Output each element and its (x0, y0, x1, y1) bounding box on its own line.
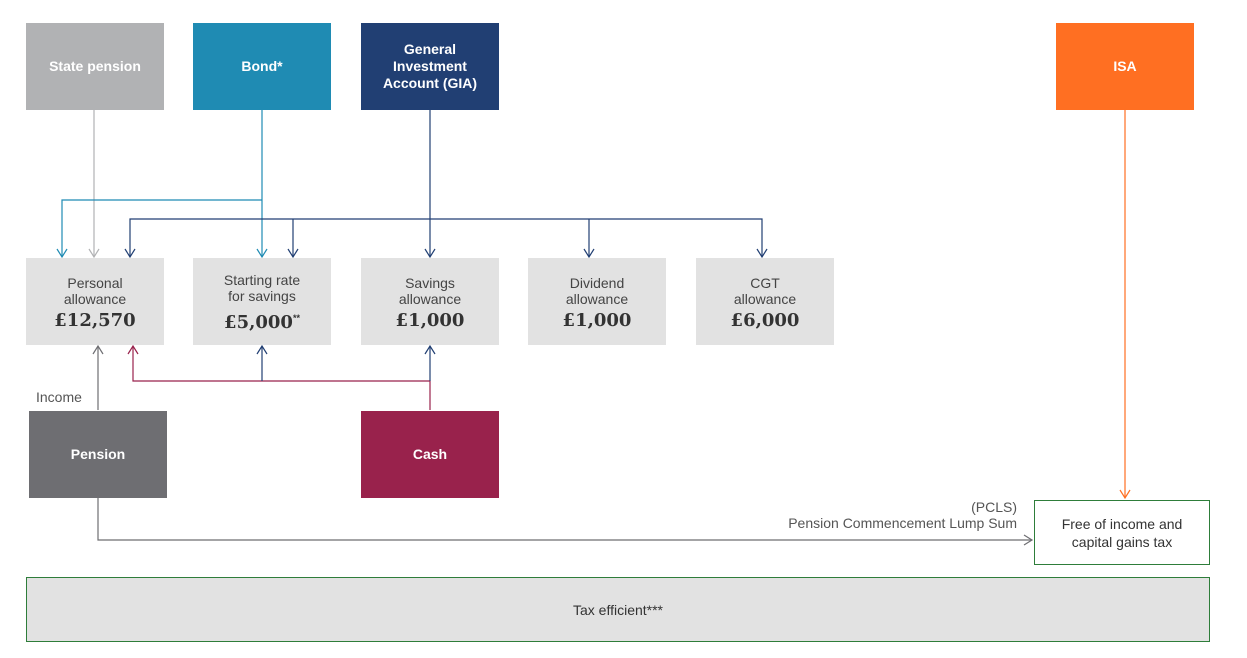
pcls-short-label: (PCLS) (971, 499, 1017, 515)
pcls-long-label: Pension Commencement Lump Sum (788, 515, 1017, 531)
gia-label: General Investment Account (GIA) (382, 41, 478, 91)
savings-allowance-label: Savings allowance (398, 274, 462, 307)
pension-label: Pension (70, 446, 126, 462)
starting-rate-label: Starting rate for savings (223, 272, 301, 304)
bond-label: Bond* (241, 58, 283, 74)
dividend-allowance-label: Dividend allowance (565, 274, 629, 307)
cgt-allowance-box: CGT allowance £6,000 (696, 258, 834, 345)
state-pension-box: State pension (26, 23, 164, 110)
personal-allowance-box: Personal allowance £12,570 (26, 258, 164, 345)
gia-connector (124, 110, 768, 259)
gia-box: General Investment Account (GIA) (361, 23, 499, 110)
cgt-allowance-value: £6,000 (730, 309, 800, 331)
starting-rate-box: Starting rate for savings £5,000** (193, 258, 331, 345)
cash-label: Cash (412, 446, 448, 462)
starting-rate-footnote-mark: ** (292, 313, 300, 323)
free-of-tax-label: Free of income and capital gains tax (1061, 515, 1183, 550)
cgt-allowance-label: CGT allowance (733, 274, 797, 307)
isa-box: ISA (1056, 23, 1194, 110)
bond-box: Bond* (193, 23, 331, 110)
tax-efficient-bar: Tax efficient*** (26, 577, 1210, 642)
dividend-allowance-box: Dividend allowance £1,000 (528, 258, 666, 345)
bond-connector (56, 110, 268, 259)
starting-rate-value: £5,000** (224, 312, 300, 333)
savings-allowance-value: £1,000 (395, 309, 465, 331)
state-pension-connector (88, 110, 100, 259)
dividend-allowance-value: £1,000 (562, 309, 632, 331)
tax-efficient-label: Tax efficient*** (572, 601, 663, 618)
cash-connector (127, 344, 431, 410)
free-of-tax-box: Free of income and capital gains tax (1034, 500, 1210, 565)
pension-connector (92, 344, 1034, 546)
state-pension-label: State pension (49, 58, 141, 74)
pension-box: Pension (29, 411, 167, 498)
income-label: Income (36, 389, 82, 405)
cash-box: Cash (361, 411, 499, 498)
personal-allowance-label: Personal allowance (63, 274, 127, 307)
personal-allowance-value: £12,570 (54, 309, 136, 331)
isa-connector (1119, 110, 1131, 500)
savings-allowance-box: Savings allowance £1,000 (361, 258, 499, 345)
isa-label: ISA (1113, 58, 1137, 74)
cash-savings-connector (256, 344, 436, 381)
